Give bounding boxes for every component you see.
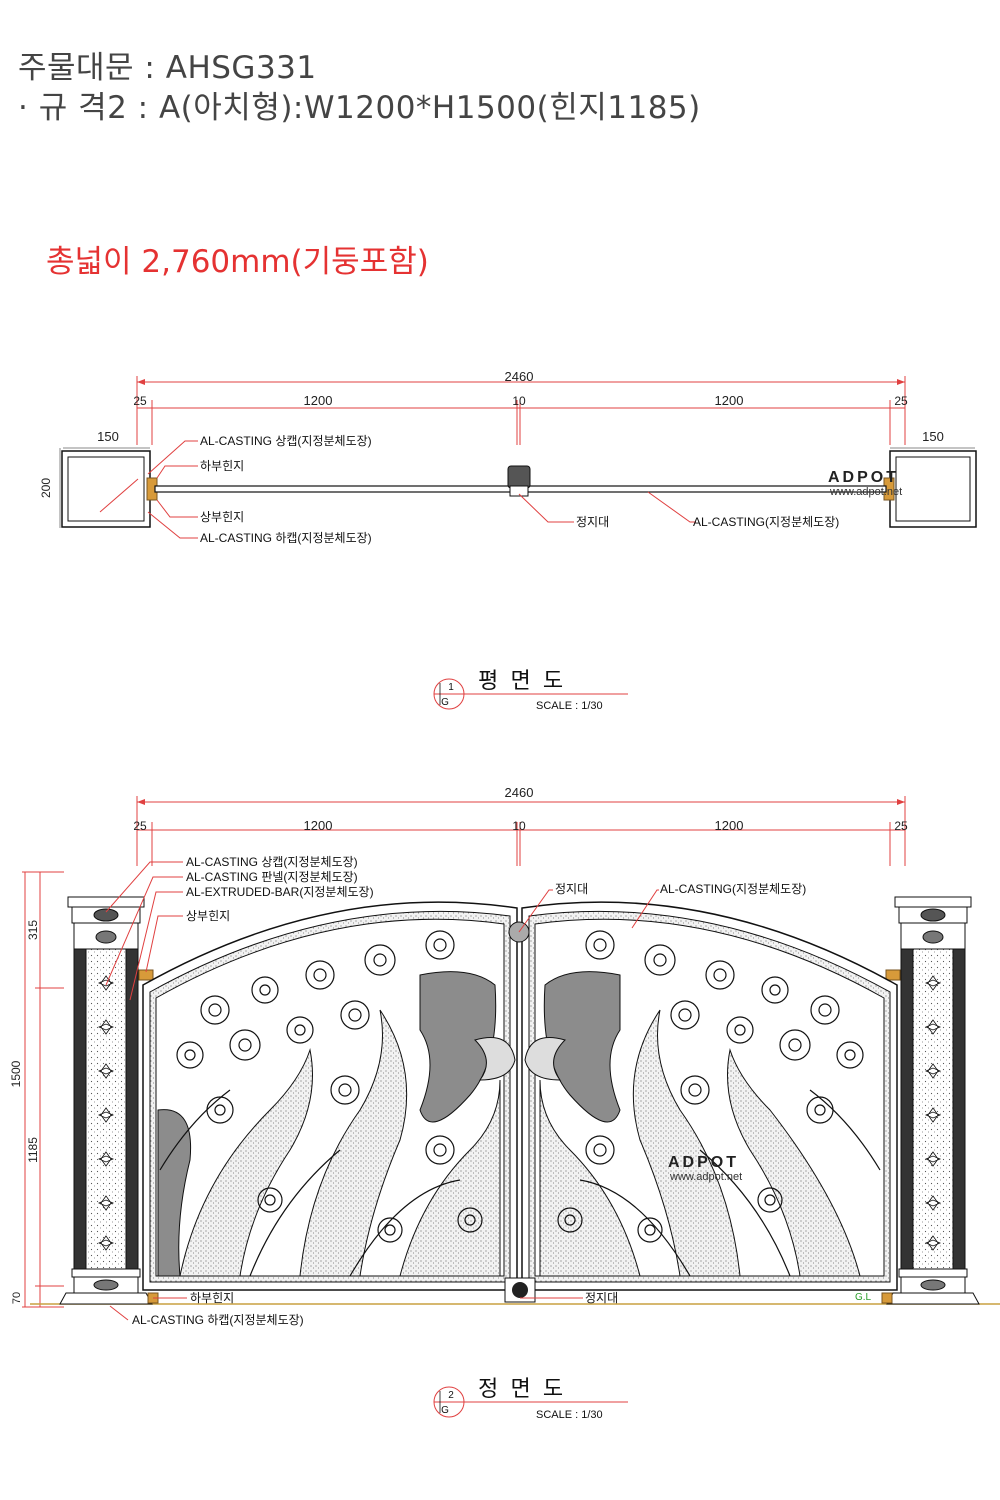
elevation-right-pillar-ornaments bbox=[924, 975, 942, 1251]
plan-right-post bbox=[889, 450, 977, 528]
elev-label-stopper-bottom: 정지대 bbox=[585, 1291, 618, 1305]
elev-label-panel: AL-CASTING 판넬(지정분체도장) bbox=[186, 870, 358, 884]
elev-label-stopper-top: 정지대 bbox=[555, 882, 588, 896]
plan-dim-leaf-left: 1200 bbox=[304, 393, 333, 408]
elev-right-lower-hinge bbox=[881, 1292, 893, 1304]
ground-line-label: G.L bbox=[855, 1292, 872, 1303]
elev-label-upper-hinge: 상부힌지 bbox=[186, 909, 230, 923]
plan-dim-post-right: 150 bbox=[922, 429, 944, 444]
plan-label-bottom-cap: AL-CASTING 하캡(지정분체도장) bbox=[200, 531, 372, 545]
product-title: 주물대문 : AHSG331 bbox=[18, 50, 317, 86]
plan-view-title-text: 평 면 도 bbox=[478, 668, 563, 693]
elevation-left-leaf bbox=[142, 901, 518, 1291]
plan-label-top-cap: AL-CASTING 상캡(지정분체도장) bbox=[200, 434, 372, 448]
elev-dim-left-gap: 25 bbox=[133, 819, 147, 833]
plan-left-post bbox=[61, 450, 151, 528]
plan-dim-post-left: 150 bbox=[97, 429, 119, 444]
elev-dim-overall: 2460 bbox=[505, 785, 534, 800]
elevation-left-pillar-ornaments bbox=[97, 975, 115, 1251]
elevation-view-title: 2 G 정 면 도 SCALE : 1/30 bbox=[433, 1376, 628, 1421]
elev-watermark-url: www.adpot.net bbox=[669, 1171, 742, 1183]
elev-view-sheet: G bbox=[441, 1405, 449, 1416]
elev-label-bottom-cap: AL-CASTING 하캡(지정분체도장) bbox=[132, 1313, 304, 1327]
plan-view: 2460 25 1200 10 1200 25 150 150 200 bbox=[39, 369, 977, 712]
plan-view-title: 1 G 평 면 도 SCALE : 1/30 bbox=[433, 668, 628, 712]
elev-view-scale: SCALE : 1/30 bbox=[536, 1409, 603, 1421]
elev-label-lower-hinge: 하부힌지 bbox=[190, 1291, 234, 1305]
plan-view-scale: SCALE : 1/30 bbox=[536, 700, 603, 712]
plan-dim-post-depth: 200 bbox=[39, 478, 53, 498]
elev-watermark-brand: ADPOT bbox=[668, 1154, 739, 1171]
total-width-note: 총넓이 2,760mm(기둥포함) bbox=[46, 244, 429, 280]
plan-dim-left-gap: 25 bbox=[133, 394, 147, 408]
plan-dim-overall: 2460 bbox=[505, 369, 534, 384]
elev-dim-leaf-right: 1200 bbox=[715, 818, 744, 833]
plan-left-leaf bbox=[154, 485, 517, 493]
plan-view-no: 1 bbox=[448, 682, 454, 693]
plan-dim-center-gap: 10 bbox=[512, 394, 526, 408]
elevation-dimension-lines bbox=[22, 796, 906, 1308]
elev-dim-center-gap: 10 bbox=[512, 819, 526, 833]
elev-dim-total-height: 1500 bbox=[9, 1060, 23, 1087]
plan-watermark-brand: ADPOT bbox=[828, 469, 899, 486]
elev-view-title-text: 정 면 도 bbox=[478, 1376, 563, 1401]
plan-label-leaf: AL-CASTING(지정분체도장) bbox=[693, 515, 839, 529]
elev-dim-leaf-left: 1200 bbox=[304, 818, 333, 833]
specification-line: · 규 격2 : A(아치형):W1200*H1500(힌지1185) bbox=[18, 90, 701, 126]
plan-dim-right-gap: 25 bbox=[894, 394, 908, 408]
elevation-view: 2460 25 1200 10 1200 25 315 1500 1185 70… bbox=[9, 785, 1000, 1421]
elev-view-no: 2 bbox=[448, 1390, 454, 1401]
elev-dim-right-gap: 25 bbox=[894, 819, 908, 833]
plan-dimension-lines bbox=[59, 376, 975, 528]
plan-watermark-url: www.adpot.net bbox=[829, 486, 902, 498]
plan-leaders bbox=[147, 440, 696, 539]
plan-view-sheet: G bbox=[441, 697, 449, 708]
elev-dim-hinge-height: 1185 bbox=[26, 1137, 40, 1163]
plan-label-stopper: 정지대 bbox=[576, 515, 609, 529]
elev-label-bar: AL-EXTRUDED-BAR(지정분체도장) bbox=[186, 885, 374, 899]
elev-label-leaf: AL-CASTING(지정분체도장) bbox=[660, 882, 806, 896]
plan-dim-leaf-right: 1200 bbox=[715, 393, 744, 408]
elev-label-top-cap: AL-CASTING 상캡(지정분체도장) bbox=[186, 855, 358, 869]
plan-label-upper-hinge: 상부힌지 bbox=[200, 510, 244, 524]
plan-stopper bbox=[507, 465, 531, 497]
elevation-leaders bbox=[105, 861, 659, 1321]
elev-right-upper-hinge bbox=[885, 969, 901, 981]
plan-label-lower-hinge: 하부힌지 bbox=[200, 459, 244, 473]
elev-dim-cap-height: 315 bbox=[26, 920, 40, 940]
elevation-right-leaf bbox=[521, 901, 898, 1291]
elev-dim-base-height: 70 bbox=[11, 1292, 23, 1304]
